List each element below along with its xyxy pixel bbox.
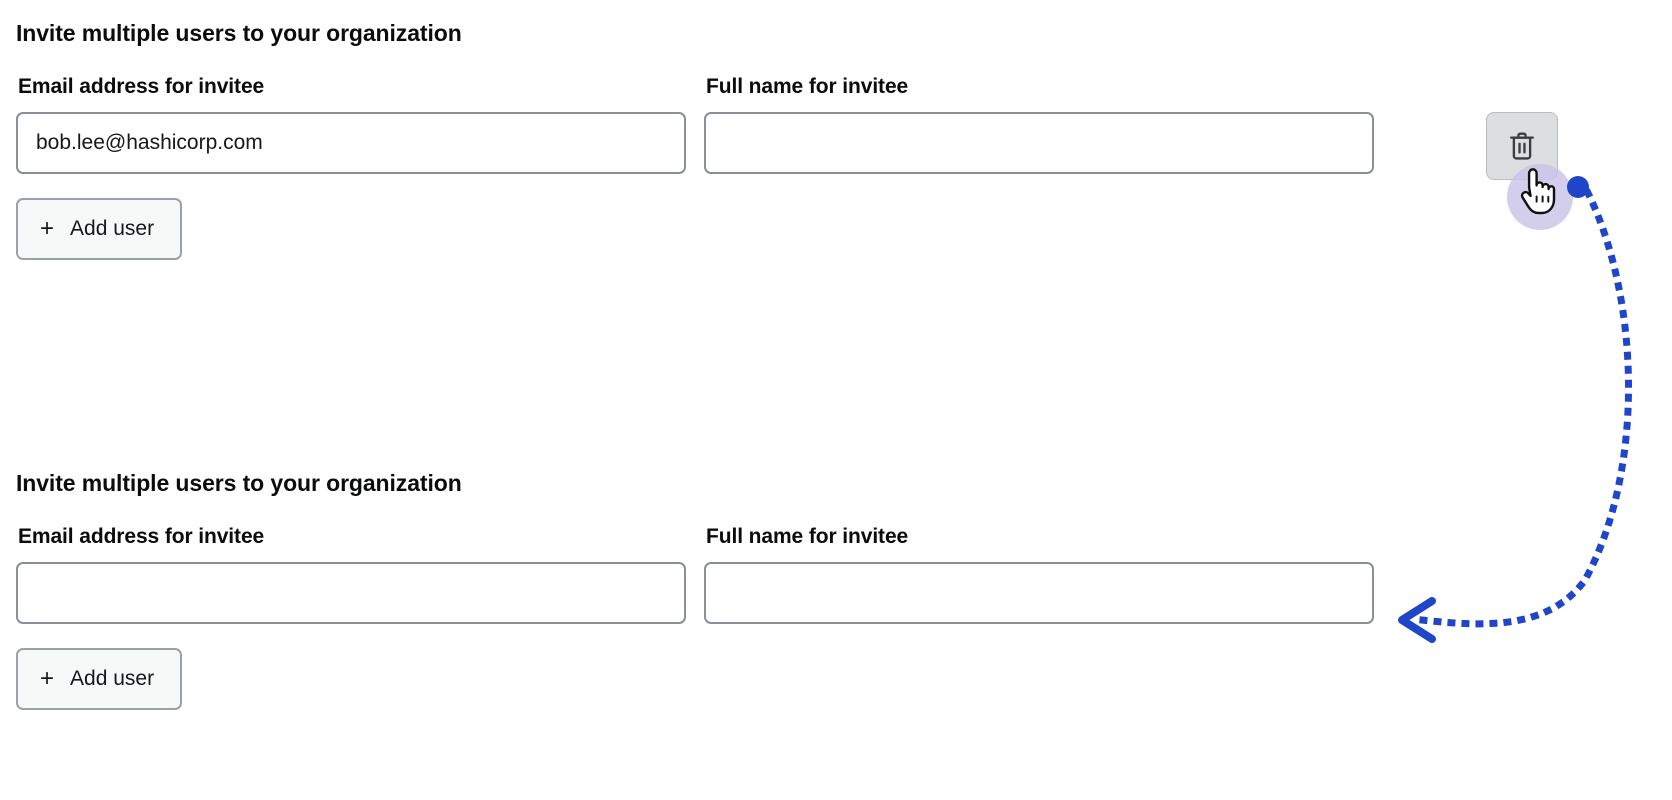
plus-icon: +: [40, 215, 55, 242]
add-user-button[interactable]: + Add user: [16, 648, 183, 710]
fullname-field-group: Full name for invitee: [704, 74, 1374, 174]
section-title: Invite multiple users to your organizati…: [16, 470, 462, 496]
email-field-group: Email address for invitee: [16, 524, 686, 624]
trash-icon: [1507, 130, 1537, 162]
plus-icon: +: [40, 665, 55, 692]
fields-row: Email address for invitee Full name for …: [16, 524, 1656, 624]
add-user-button-label: Add user: [70, 217, 155, 240]
email-input[interactable]: [16, 562, 686, 624]
add-user-button-label: Add user: [70, 667, 155, 690]
fullname-input[interactable]: [704, 562, 1374, 624]
fullname-field-label: Full name for invitee: [706, 525, 909, 548]
email-field-label: Email address for invitee: [18, 525, 265, 548]
email-field-label: Email address for invitee: [18, 75, 265, 98]
fullname-input[interactable]: [704, 112, 1374, 174]
fullname-field-label: Full name for invitee: [706, 75, 909, 98]
delete-user-button[interactable]: [1486, 112, 1558, 180]
email-input[interactable]: [16, 112, 686, 174]
add-user-button[interactable]: + Add user: [16, 198, 183, 260]
email-field-group: Email address for invitee: [16, 74, 686, 174]
invite-section-1: Invite multiple users to your organizati…: [16, 18, 1656, 260]
section-title: Invite multiple users to your organizati…: [16, 20, 462, 46]
fullname-field-group: Full name for invitee: [704, 524, 1374, 624]
invite-section-2: Invite multiple users to your organizati…: [16, 468, 1656, 710]
fields-row: Email address for invitee Full name for …: [16, 74, 1656, 180]
